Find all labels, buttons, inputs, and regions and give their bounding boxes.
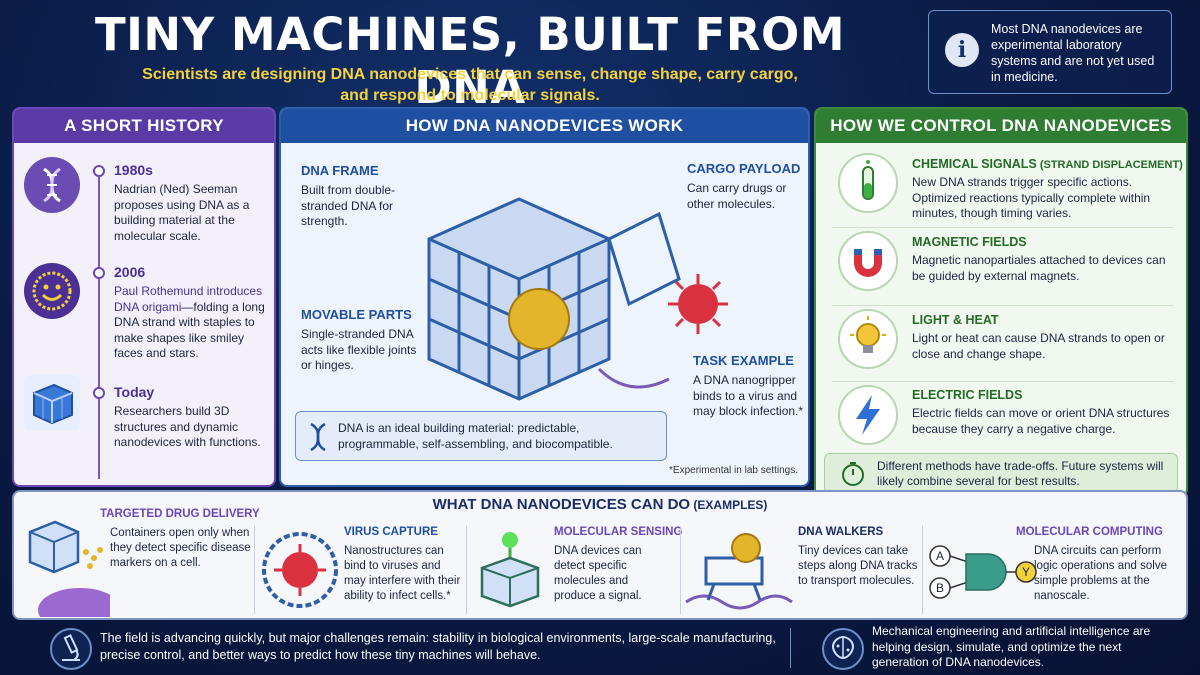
info-icon: i <box>945 33 979 67</box>
dna-walker-illustration <box>685 533 793 610</box>
history-year: 1980s <box>114 162 153 178</box>
ai-brain-icon <box>822 628 864 670</box>
subtitle-line-1: Scientists are designing DNA nanodevices… <box>142 66 798 83</box>
control-heading-sub: (STRAND DISPLACEMENT) <box>1036 159 1183 171</box>
example-text: DNA circuits can perform logic operation… <box>1034 545 1167 602</box>
control-heading: LIGHT & HEAT <box>912 313 999 327</box>
control-heading: MAGNETIC FIELDS <box>912 235 1027 249</box>
history-title: A SHORT HISTORY <box>14 109 274 143</box>
divider <box>922 526 923 614</box>
movable-parts-text: Single-stranded DNA acts like flexible j… <box>301 327 417 372</box>
tradeoff-note: Different methods have trade-offs. Futur… <box>824 453 1178 493</box>
disclaimer-text: Most DNA nanodevices are experimental la… <box>991 22 1155 84</box>
light-bulb-icon <box>838 309 898 369</box>
footer-challenges-text: The field is advancing quickly, but majo… <box>100 631 776 662</box>
molecular-sensing-illustration <box>480 532 540 608</box>
timeline-dot <box>93 387 105 399</box>
examples-panel: WHAT DNA NANODEVICES CAN DO (EXAMPLES) T… <box>12 490 1188 620</box>
divider <box>254 526 255 614</box>
page-title: TINY MACHINES, BUILT FROM DNA <box>94 8 846 114</box>
history-year: 2006 <box>114 264 146 280</box>
example-heading: MOLECULAR COMPUTING <box>1016 526 1163 538</box>
virus-icon <box>668 274 728 334</box>
page-subtitle: Scientists are designing DNA nanodevices… <box>70 64 870 106</box>
gate-output-y: Y <box>1021 565 1030 579</box>
history-text-part: Paul Rothemund introduces <box>114 284 263 298</box>
divider <box>832 227 1174 228</box>
magnet-icon <box>838 231 898 291</box>
example-heading: TARGETED DRUG DELIVERY <box>100 508 260 520</box>
logic-gate-illustration <box>929 545 1037 599</box>
dna-cage-illustration <box>427 197 681 401</box>
cargo-payload-text: Can carry drugs or other molecules. <box>687 181 787 211</box>
example-heading: DNA WALKERS <box>798 526 884 538</box>
control-heading-main: CHEMICAL SIGNALS <box>912 157 1037 171</box>
timeline-line <box>98 169 100 479</box>
divider <box>832 305 1174 306</box>
example-text: Containers open only when they detect sp… <box>110 527 251 569</box>
callout-text: DNA is an ideal building material: predi… <box>338 421 613 451</box>
control-heading: CHEMICAL SIGNALS (STRAND DISPLACEMENT) <box>912 157 1183 171</box>
dna-frame-label: DNA FRAME <box>301 163 379 178</box>
how-it-works-title: HOW DNA NANODEVICES WORK <box>281 109 808 143</box>
drug-delivery-illustration <box>28 520 110 617</box>
example-heading: MOLECULAR SENSING <box>554 526 683 538</box>
divider <box>466 526 467 614</box>
control-text: Electric fields can move or orient DNA s… <box>912 406 1170 436</box>
dna-property-callout: DNA is an ideal building material: predi… <box>295 411 667 461</box>
example-text: Tiny devices can take steps along DNA tr… <box>798 545 918 587</box>
examples-title: WHAT DNA NANODEVICES CAN DO (EXAMPLES) <box>14 496 1186 513</box>
example-heading: VIRUS CAPTURE <box>344 526 438 538</box>
control-text: Magnetic nanopartiales attached to devic… <box>912 253 1166 283</box>
control-panel: HOW WE CONTROL DNA NANODEVICES CHEMICAL … <box>814 107 1188 497</box>
smiley-origami-icon <box>24 263 80 319</box>
dna-helix-icon <box>24 157 80 213</box>
footer-ai-text: Mechanical engineering and artificial in… <box>872 624 1151 669</box>
task-example-label: TASK EXAMPLE <box>693 353 794 368</box>
examples-title-sub: (EXAMPLES) <box>690 498 768 512</box>
dna-origami-term: DNA origami <box>114 299 182 314</box>
virus-capture-illustration <box>262 532 338 608</box>
timeline-dot <box>93 165 105 177</box>
movable-parts-label: MOVABLE PARTS <box>301 307 412 322</box>
lightning-icon <box>838 385 898 445</box>
microscope-icon <box>50 628 92 670</box>
history-text-part: —folding a long DNA strand with staples … <box>114 299 265 361</box>
gate-input-a: A <box>935 549 944 563</box>
tradeoff-text: Different methods have trade-offs. Futur… <box>877 459 1164 488</box>
timeline-dot <box>93 267 105 279</box>
history-year: Today <box>114 384 155 400</box>
example-text: DNA devices can detect specific molecule… <box>554 545 642 602</box>
divider <box>680 526 681 614</box>
example-text: Nanostructures can bind to viruses and m… <box>344 545 461 602</box>
control-text: Light or heat can cause DNA strands to o… <box>912 331 1165 361</box>
gate-input-b: B <box>935 581 944 595</box>
history-text: Researchers build 3D structures and dyna… <box>114 404 261 449</box>
dna-cube-icon <box>24 375 80 431</box>
cargo-payload-label: CARGO PAYLOAD <box>687 161 801 176</box>
subtitle-line-2: and respond to molecular signals. <box>340 87 600 104</box>
disclaimer-notice: i Most DNA nanodevices are experimental … <box>928 10 1172 94</box>
divider <box>832 381 1174 382</box>
history-text: Paul Rothemund introduces DNA origami—fo… <box>114 284 274 362</box>
history-text: Nadrian (Ned) Seeman proposes using DNA … <box>114 182 250 243</box>
control-heading: ELECTRIC FIELDS <box>912 388 1023 402</box>
how-it-works-panel: HOW DNA NANODEVICES WORK DNA FRAME <box>279 107 810 487</box>
task-example-text: A DNA nanogripper binds to a virus and m… <box>693 373 804 418</box>
examples-title-main: WHAT DNA NANODEVICES CAN DO <box>432 496 691 513</box>
stopwatch-icon <box>842 462 864 486</box>
control-title: HOW WE CONTROL DNA NANODEVICES <box>816 109 1186 143</box>
history-panel: A SHORT HISTORY 1980s Nadrian (Ned) Seem… <box>12 107 276 487</box>
dna-frame-text: Built from double-stranded DNA for stren… <box>301 183 396 228</box>
dna-helix-icon <box>310 422 326 452</box>
test-tube-icon <box>838 153 898 213</box>
footnote: *Experimental in lab settings. <box>669 465 798 476</box>
control-text: New DNA strands trigger specific actions… <box>912 175 1151 220</box>
footer-divider <box>790 628 791 668</box>
